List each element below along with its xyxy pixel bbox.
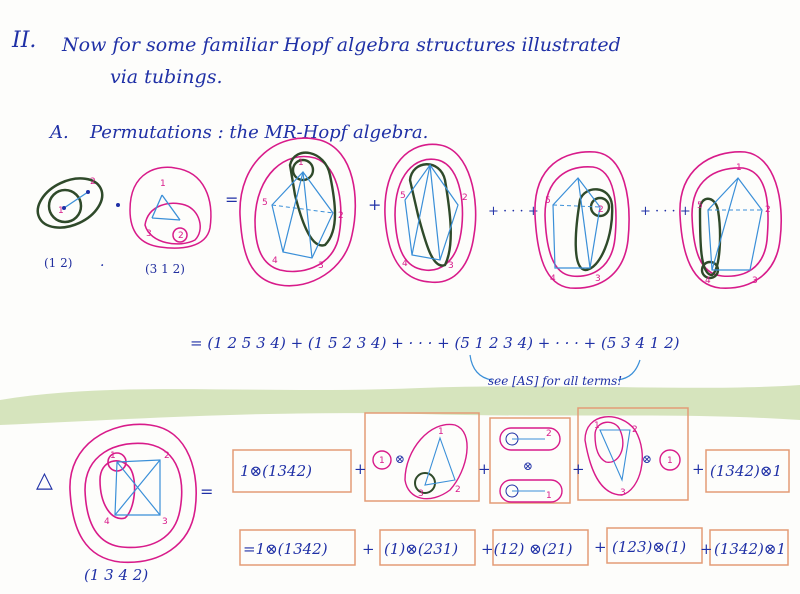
svg-text:⊗: ⊗ (395, 452, 405, 466)
svg-text:1: 1 (110, 451, 116, 461)
row1-plus-3: + (572, 460, 585, 478)
svg-text:4: 4 (402, 259, 408, 269)
svg-text:5: 5 (400, 191, 406, 201)
graph-312: 1 3 2 (129, 166, 212, 249)
svg-text:3: 3 (595, 274, 601, 284)
svg-text:1: 1 (736, 163, 742, 173)
svg-text:4: 4 (705, 276, 711, 286)
svg-text:1: 1 (160, 179, 166, 189)
graph-1342: 1 2 4 3 (69, 423, 197, 564)
svg-text:2: 2 (632, 425, 638, 435)
svg-text:3: 3 (418, 489, 424, 499)
row2-term-1: + (362, 540, 375, 558)
svg-text:2: 2 (765, 205, 771, 215)
svg-text:3: 3 (146, 229, 152, 239)
svg-text:2: 2 (178, 231, 184, 241)
row2-term-7: (1342)⊗1 (714, 540, 786, 558)
svg-text:2: 2 (598, 205, 604, 215)
svg-text:+ · · · +: + · · · + (488, 204, 539, 219)
svg-text:3: 3 (752, 276, 758, 286)
svg-text:1: 1 (298, 158, 304, 168)
svg-text:⊗: ⊗ (523, 459, 533, 473)
label-312: (3 1 2) (145, 262, 185, 276)
heading-line2: via tubings. (110, 66, 223, 88)
row1-plus-2: + (478, 460, 491, 478)
svg-text:+ · · · +: + · · · + (640, 204, 691, 219)
graph-51234: 5 2 4 3 (534, 151, 630, 289)
svg-text:5: 5 (262, 198, 268, 208)
delta-symbol: △ (36, 468, 53, 493)
graph-53412: 1 5 2 4 3 (679, 151, 783, 289)
product-equals: = (225, 190, 239, 209)
label-1342: (1 3 4 2) (84, 566, 149, 584)
svg-text:2: 2 (455, 485, 461, 495)
coproduct-equals: = (200, 482, 214, 501)
svg-text:3: 3 (620, 488, 626, 498)
svg-text:2: 2 (338, 211, 344, 221)
row2-term-0: =1⊗(1342) (243, 540, 328, 558)
svg-text:3: 3 (318, 261, 324, 271)
svg-text:3: 3 (448, 261, 454, 271)
svg-text:+: + (368, 195, 381, 214)
graph-12: 1 2 (36, 177, 104, 229)
row2-term-4: + (594, 538, 607, 556)
svg-text:2: 2 (164, 451, 170, 461)
row1-plus-4: + (692, 460, 705, 478)
svg-text:1: 1 (58, 206, 64, 216)
svg-text:1: 1 (379, 456, 385, 466)
svg-text:4: 4 (550, 274, 556, 284)
section-letter: A. (50, 122, 69, 143)
product-note: see [AS] for all terms! (488, 374, 623, 388)
svg-text:4: 4 (104, 517, 110, 527)
svg-text:1: 1 (594, 421, 600, 431)
svg-text:1: 1 (667, 456, 673, 466)
row1-plus-1: + (354, 460, 367, 478)
svg-text:2: 2 (546, 429, 552, 439)
row1-last-term: (1342)⊗1 (710, 462, 782, 480)
row2-term-3: +(12) ⊗(21) (481, 540, 573, 558)
svg-text:4: 4 (272, 256, 278, 266)
label-dot: · (100, 258, 105, 274)
svg-text:2: 2 (90, 177, 96, 187)
row2-term-6: + (700, 540, 713, 558)
product-sum: = (1 2 5 3 4) + (1 5 2 3 4) + · · · + (5… (190, 334, 680, 352)
graph-15234: 5 2 4 3 (384, 143, 477, 283)
label-12: (1 2) (44, 256, 73, 270)
row2-term-2: (1)⊗(231) (384, 540, 459, 558)
svg-text:3: 3 (162, 517, 168, 527)
heading-line1: Now for some familiar Hopf algebra struc… (62, 34, 621, 56)
svg-text:5: 5 (545, 196, 551, 206)
graph-12534: 1 5 2 4 3 (239, 137, 357, 287)
svg-text:1: 1 (438, 427, 444, 437)
svg-text:5: 5 (697, 201, 703, 211)
section-title: Permutations : the MR-Hopf algebra. (90, 122, 429, 143)
svg-text:⊗: ⊗ (642, 452, 652, 466)
row2-term-5: (123)⊗(1) (612, 538, 687, 556)
svg-text:2: 2 (462, 193, 468, 203)
row1-first-term: 1⊗(1342) (240, 462, 312, 480)
heading-numeral: II. (12, 28, 37, 53)
svg-text:1: 1 (546, 491, 552, 501)
